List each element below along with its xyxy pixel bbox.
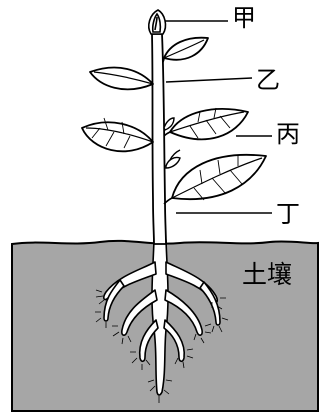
leaf-middle-left — [81, 121, 154, 153]
axillary-bud-lower — [165, 156, 181, 169]
axillary-buds — [163, 117, 181, 169]
label-yi: 乙 — [256, 66, 280, 94]
root-hair-tuft — [95, 289, 107, 328]
label-jia: 甲 — [232, 4, 256, 32]
stem — [151, 33, 167, 245]
root-hair-tuft — [174, 348, 194, 369]
petioles — [162, 57, 173, 205]
label-ding: 丁 — [276, 200, 300, 228]
terminal-bud — [148, 9, 167, 35]
root-hair-tuft — [130, 351, 151, 370]
root-hairs — [95, 289, 229, 403]
root-left-mid — [121, 289, 158, 336]
root-hair-tuft — [112, 325, 132, 345]
label-soil: 土壤 — [242, 260, 293, 289]
root-left-far — [103, 279, 125, 322]
root-left-lower — [138, 319, 159, 363]
label-bing: 丙 — [276, 120, 300, 148]
root-right-lower — [163, 319, 186, 363]
leaf-upper-left — [89, 66, 154, 91]
leader-line-yi — [165, 77, 253, 83]
leaves — [81, 36, 267, 201]
root-hair-tuft — [193, 323, 212, 344]
root-right-far — [199, 281, 221, 326]
axillary-bud-bing — [163, 117, 175, 131]
leaf-lower-right — [171, 154, 267, 200]
root-hair-tuft — [211, 297, 229, 333]
leader-lines — [162, 20, 272, 214]
root-right-mid — [164, 289, 203, 336]
root-hair-tuft — [147, 379, 173, 403]
main-root — [151, 239, 169, 396]
roots — [103, 239, 221, 396]
